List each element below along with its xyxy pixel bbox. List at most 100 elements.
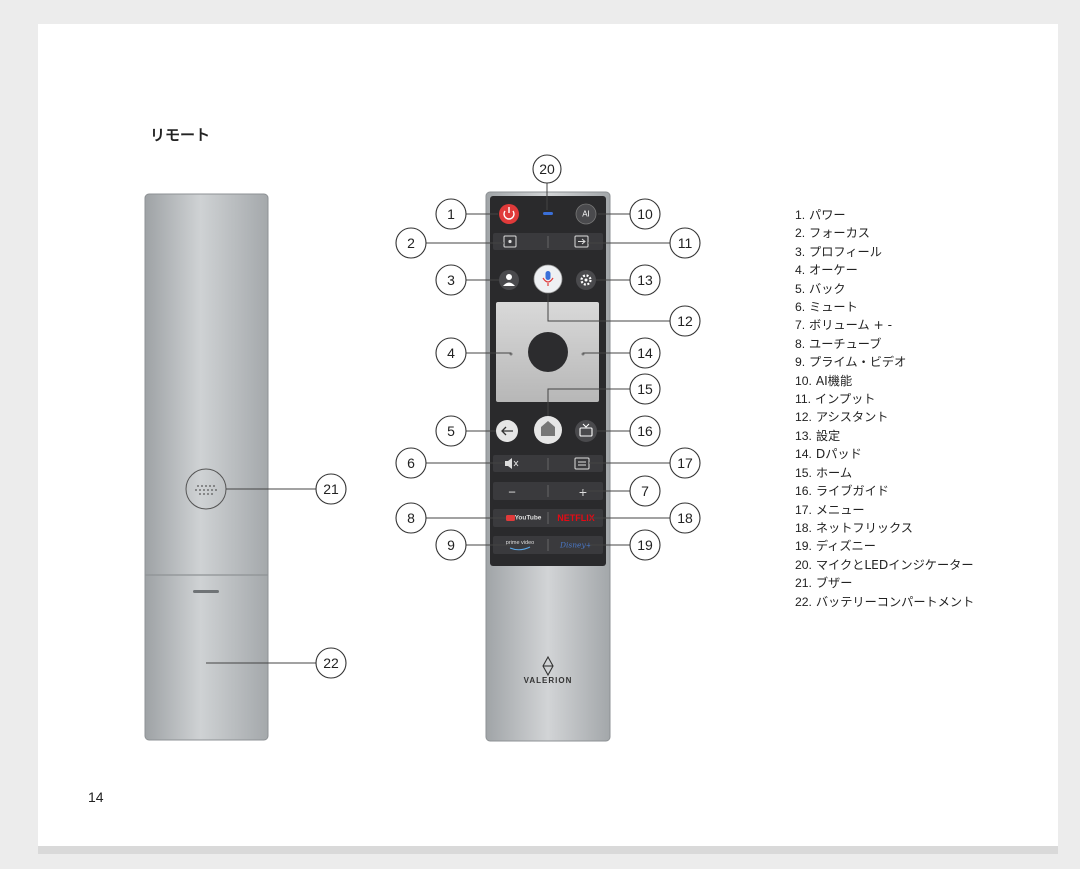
remote-front: AI — [485, 191, 611, 742]
input-button[interactable] — [574, 235, 589, 248]
callout-number: 19 — [637, 537, 653, 553]
legend-item: 17. メニュー — [795, 501, 974, 519]
power-icon — [503, 207, 515, 220]
legend-label: ユーチューブ — [809, 336, 882, 351]
legend-item: 21. ブザー — [795, 574, 974, 592]
disney-button[interactable]: Disney+ — [559, 541, 592, 550]
callout-20: 20 — [532, 154, 562, 184]
callout-7: 7 — [629, 475, 661, 507]
legend-num: 17. — [795, 502, 812, 517]
callout-number: 22 — [323, 655, 339, 671]
callout-9: 9 — [435, 529, 467, 561]
legend-num: 4. — [795, 263, 806, 278]
callout-number: 6 — [407, 455, 415, 471]
mute-icon — [505, 458, 512, 469]
callout-10: 10 — [629, 198, 661, 230]
callout-number: 12 — [677, 313, 693, 329]
legend-num: 9. — [795, 355, 806, 370]
volume-up-button[interactable]: + — [579, 484, 587, 500]
callout-number: 17 — [677, 455, 693, 471]
callout-14: 14 — [629, 337, 661, 369]
netflix-button[interactable]: NETFLIX — [557, 513, 595, 523]
legend-item: 14. Dパッド — [795, 445, 974, 463]
volume-down-button[interactable]: − — [508, 485, 516, 500]
callout-number: 1 — [447, 206, 455, 222]
mute-button[interactable] — [505, 458, 519, 469]
page-title: リモート — [150, 126, 211, 144]
legend-num: 6. — [795, 300, 806, 315]
prime-smile-icon — [509, 546, 531, 551]
ok-button[interactable] — [528, 332, 568, 372]
legend-item: 16. ライブガイド — [795, 482, 974, 500]
callout-17: 17 — [669, 447, 701, 479]
legend-label: バック — [809, 281, 846, 296]
legend-item: 18. ネットフリックス — [795, 519, 974, 537]
legend-label: ボリューム + - — [809, 318, 892, 333]
callout-number: 7 — [641, 483, 649, 499]
legend-item: 1. パワー — [795, 206, 974, 224]
callout-4: 4 — [435, 337, 467, 369]
prime-video-button[interactable]: prime video — [506, 540, 534, 546]
callout-11: 11 — [669, 227, 701, 259]
legend-label: プロフィール — [809, 244, 882, 259]
callout-number: 8 — [407, 510, 415, 526]
callout-number: 16 — [637, 423, 653, 439]
legend-label: ネットフリックス — [815, 520, 913, 535]
callout-number: 5 — [447, 423, 455, 439]
legend-label: フォーカス — [809, 226, 870, 241]
legend-label: 設定 — [815, 428, 841, 443]
focus-button[interactable] — [503, 235, 517, 248]
youtube-icon — [506, 515, 515, 521]
legend-item: 12. アシスタント — [795, 408, 974, 426]
legend-item: 2. フォーカス — [795, 224, 974, 242]
legend-num: 1. — [795, 208, 806, 222]
parts-legend: 1. パワー 2. フォーカス 3. プロフィール 4. オーケー 5. バック… — [795, 206, 974, 611]
callout-number: 9 — [447, 537, 455, 553]
legend-item: 22. バッテリーコンパートメント — [795, 593, 974, 611]
legend-label: ブザー — [815, 576, 853, 591]
callout-2: 2 — [395, 227, 427, 259]
legend-num: 3. — [795, 244, 806, 259]
callout-number: 4 — [447, 345, 455, 361]
legend-num: 2. — [795, 226, 806, 241]
legend-num: 12. — [795, 410, 812, 425]
live-guide-button[interactable] — [575, 420, 597, 442]
legend-label: アシスタント — [815, 410, 889, 425]
legend-label: ミュート — [809, 300, 858, 315]
callout-13: 13 — [629, 264, 661, 296]
legend-num: 22. — [795, 594, 812, 609]
legend-label: パワー — [809, 208, 846, 222]
battery-latch — [193, 590, 219, 593]
callout-18: 18 — [669, 502, 701, 534]
callout-16: 16 — [629, 415, 661, 447]
callout-12: 12 — [669, 305, 701, 337]
mic-led-indicator — [543, 212, 553, 215]
callout-15: 15 — [629, 373, 661, 405]
legend-item: 6. ミュート — [795, 298, 974, 316]
legend-num: 10. — [795, 373, 812, 388]
legend-label: ディズニー — [815, 539, 876, 554]
callout-number: 3 — [447, 272, 455, 288]
legend-item: 13. 設定 — [795, 427, 974, 445]
callout-5: 5 — [435, 415, 467, 447]
ai-button[interactable] — [575, 203, 597, 225]
legend-item: 19. ディズニー — [795, 537, 974, 555]
legend-item: 5. バック — [795, 280, 974, 298]
legend-num: 21. — [795, 576, 812, 591]
leader-lines — [206, 183, 670, 664]
power-button[interactable] — [499, 204, 519, 224]
legend-num: 16. — [795, 484, 812, 499]
home-icon — [541, 421, 555, 436]
callout-number: 21 — [323, 481, 339, 497]
legend-num: 15. — [795, 465, 812, 480]
youtube-button[interactable]: YouTube — [515, 515, 542, 522]
legend-item: 7. ボリューム + - — [795, 316, 974, 334]
legend-label: メニュー — [815, 502, 865, 517]
ai-button-label: AI — [582, 210, 590, 219]
callout-6: 6 — [395, 447, 427, 479]
legend-item: 9. プライム・ビデオ — [795, 353, 974, 371]
callout-number: 20 — [539, 161, 555, 177]
legend-label: マイクとLEDインジケーター — [815, 557, 974, 572]
callout-3: 3 — [435, 264, 467, 296]
